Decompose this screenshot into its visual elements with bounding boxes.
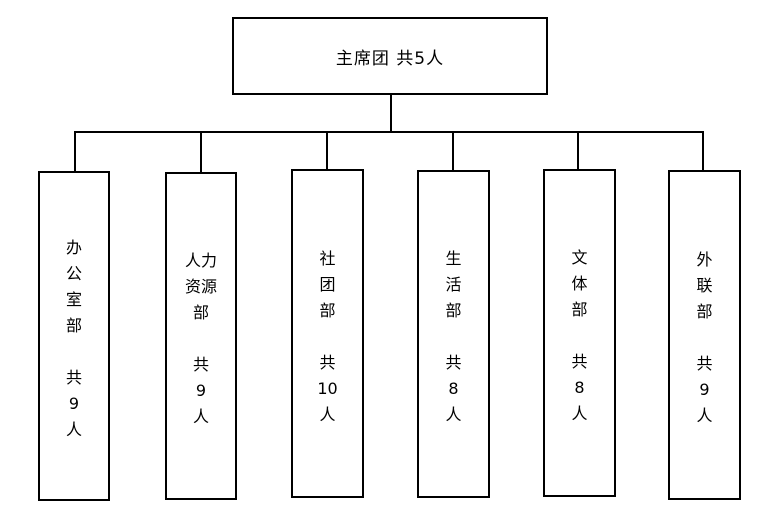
- department-box-office: 办 公 室 部 共 9 人: [38, 171, 110, 501]
- branch-line-clubs: [326, 131, 328, 170]
- trunk-line: [390, 95, 392, 132]
- presidium-box: 主席团 共5人: [232, 17, 548, 95]
- department-box-culture: 文 体 部 共 8 人: [543, 169, 616, 497]
- department-label: 生 活 部 共 8 人: [445, 249, 462, 424]
- department-label: 社 团 部 共 10 人: [317, 248, 338, 424]
- department-label: 办 公 室 部 共 9 人: [65, 238, 82, 439]
- department-label: 外 联 部 共 9 人: [696, 250, 713, 425]
- branch-line-hr: [200, 131, 202, 173]
- department-box-clubs: 社 团 部 共 10 人: [291, 169, 364, 498]
- branch-line-culture: [577, 131, 579, 170]
- department-label: 人力 资源 部 共 9 人: [184, 251, 217, 426]
- horizontal-bus-line: [74, 131, 704, 133]
- department-box-external: 外 联 部 共 9 人: [668, 170, 741, 500]
- department-label: 文 体 部 共 8 人: [571, 248, 588, 423]
- department-box-life: 生 活 部 共 8 人: [417, 170, 490, 498]
- branch-line-external: [702, 131, 704, 171]
- branch-line-life: [452, 131, 454, 171]
- branch-line-office: [74, 131, 76, 172]
- department-box-hr: 人力 资源 部 共 9 人: [165, 172, 237, 500]
- presidium-label: 主席团 共5人: [335, 48, 445, 69]
